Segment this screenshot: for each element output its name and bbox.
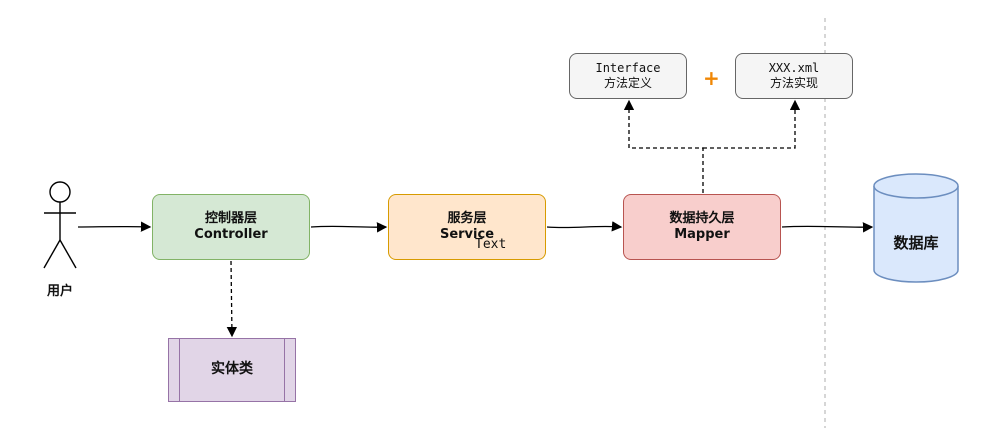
database-cylinder-icon xyxy=(873,173,959,283)
controller-node[interactable]: 控制器层 Controller xyxy=(152,194,310,260)
mapper-subtitle: Mapper xyxy=(674,227,730,242)
service-title: 服务层 xyxy=(447,210,487,226)
interface-title: Interface xyxy=(595,61,661,75)
database-label: 数据库 xyxy=(893,234,939,252)
entity-node[interactable]: 实体类 xyxy=(168,338,296,402)
mapper-node[interactable]: 数据持久层 Mapper xyxy=(623,194,781,260)
entity-label: 实体类 xyxy=(211,361,253,378)
interface-node[interactable]: Interface 方法定义 xyxy=(569,53,687,99)
interface-subtitle: 方法定义 xyxy=(603,76,652,90)
xml-title: XXX.xml xyxy=(768,61,820,75)
edge-controller-service xyxy=(310,222,388,233)
service-subtitle: Service xyxy=(439,227,495,242)
service-node[interactable]: 服务层 Service xyxy=(388,194,546,260)
edge-service-mapper xyxy=(546,221,623,232)
edge-mapper-xml xyxy=(703,99,801,149)
xml-subtitle: 方法实现 xyxy=(769,76,818,90)
edge-mapper-interface xyxy=(623,99,704,193)
xml-node[interactable]: XXX.xml 方法实现 xyxy=(735,53,853,99)
mapper-title: 数据持久层 xyxy=(669,210,735,226)
entity-left-bar xyxy=(169,339,180,401)
actor-icon xyxy=(43,181,77,269)
entity-right-bar xyxy=(284,339,295,401)
controller-subtitle: Controller xyxy=(194,227,268,242)
user-label: 用户 xyxy=(46,284,73,299)
edge-controller-entity xyxy=(226,260,238,338)
controller-title: 控制器层 xyxy=(204,210,257,226)
edge-mapper-database xyxy=(781,222,874,233)
stray-text-label: Text xyxy=(475,237,507,252)
plus-sign: + xyxy=(703,66,720,90)
